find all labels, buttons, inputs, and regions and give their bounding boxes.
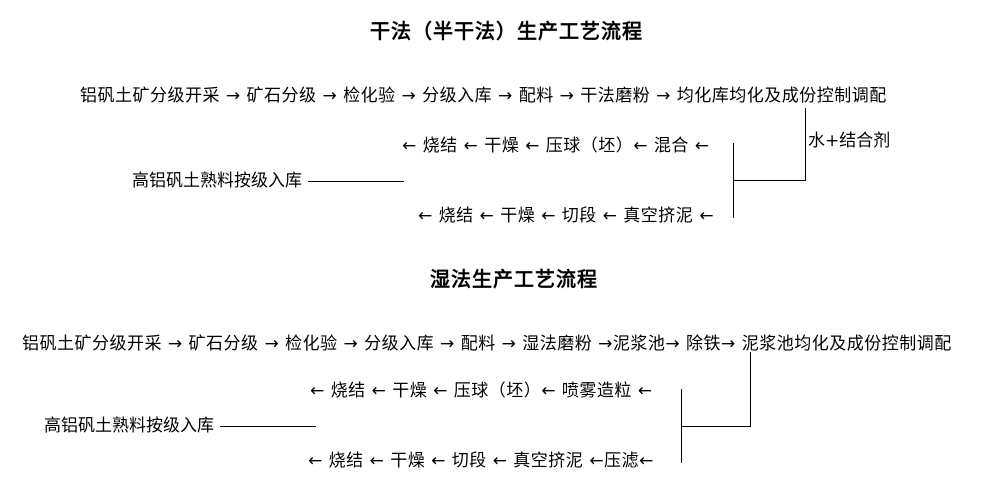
dry-process-title: 干法（半干法）生产工艺流程 — [370, 19, 643, 43]
dry-additive-note: 水+结合剂 — [808, 131, 891, 151]
wet-warehouse-row: 高铝矾土熟料按级入库 — [44, 416, 316, 436]
dry-process-row-3: ← 烧结 ← 干燥 ← 切段 ← 真空挤泥 ← — [418, 206, 714, 226]
wet-process-row-1: 铝矾土矿分级开采 → 矿石分级 → 检化验 → 分级入库 → 配料 → 湿法磨粉… — [22, 334, 952, 354]
wet-connector-vline-right — [750, 352, 751, 427]
dry-warehouse-row: 高铝矾土熟料按级入库 — [132, 171, 404, 191]
dry-warehouse-label: 高铝矾土熟料按级入库 — [132, 171, 302, 191]
wet-connector-vline-left — [681, 389, 682, 463]
dry-process-row-1: 铝矾土矿分级开采 → 矿石分级 → 检化验 → 分级入库 → 配料 → 干法磨粉… — [80, 86, 887, 106]
wet-warehouse-label: 高铝矾土熟料按级入库 — [44, 416, 214, 436]
dry-connector-vline-left — [733, 143, 734, 218]
dry-warehouse-connector-line — [308, 180, 404, 182]
wet-process-row-3: ← 烧结 ← 干燥 ← 切段 ← 真空挤泥 ←压滤← — [308, 451, 654, 471]
wet-process-title: 湿法生产工艺流程 — [430, 267, 598, 291]
dry-process-row-2: ← 烧结 ← 干燥 ← 压球（坯）← 混合 ← — [402, 136, 710, 156]
dry-connector-hline — [733, 180, 806, 181]
dry-connector-vline-right — [805, 108, 806, 181]
wet-process-row-2: ← 烧结 ← 干燥 ← 压球（坯）← 喷雾造粒 ← — [310, 381, 653, 401]
wet-connector-hline — [681, 426, 751, 427]
wet-warehouse-connector-line — [220, 425, 316, 427]
